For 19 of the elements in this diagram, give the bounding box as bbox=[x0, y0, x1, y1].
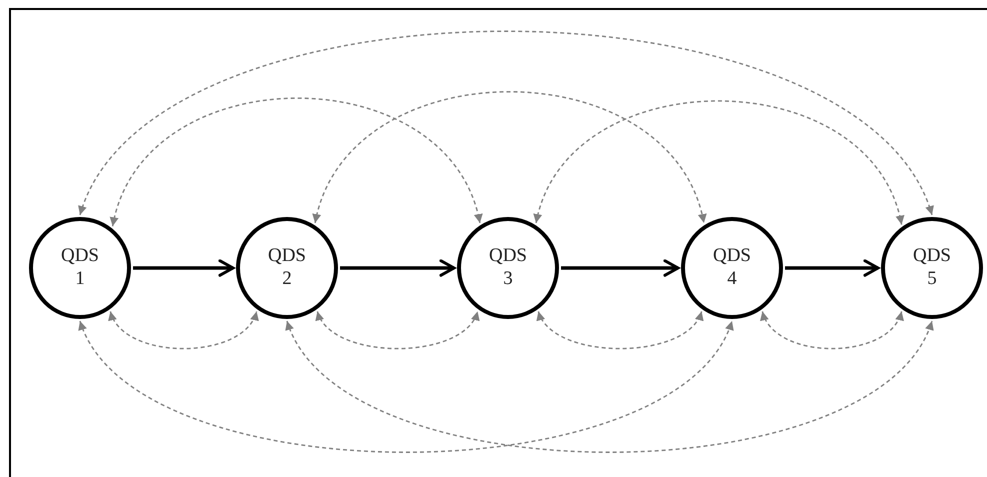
dashed-arc-arrow bbox=[110, 311, 258, 350]
dashed-arc-arrow bbox=[79, 30, 933, 216]
dashed-arc-arrow bbox=[762, 311, 902, 350]
dashed-arc-arrow bbox=[538, 311, 702, 350]
arrow bbox=[561, 259, 680, 277]
dashed-arc-arrow bbox=[316, 311, 478, 350]
dashed-arc-arrow bbox=[111, 98, 482, 226]
dashed-arc-arrow bbox=[79, 320, 733, 453]
state-label: QDS 5 bbox=[912, 245, 952, 291]
state-label: QDS 3 bbox=[488, 245, 528, 291]
dashed-arc-arrow bbox=[534, 100, 903, 225]
arrow bbox=[133, 259, 234, 277]
dashed-arc-arrow bbox=[286, 320, 933, 453]
state-label: QDS 4 bbox=[712, 245, 752, 291]
arrow bbox=[340, 259, 456, 277]
state-label: QDS 2 bbox=[266, 245, 307, 291]
state-label: QDS 1 bbox=[60, 245, 100, 291]
arrow bbox=[785, 259, 880, 277]
dashed-arc-arrow bbox=[314, 91, 706, 224]
